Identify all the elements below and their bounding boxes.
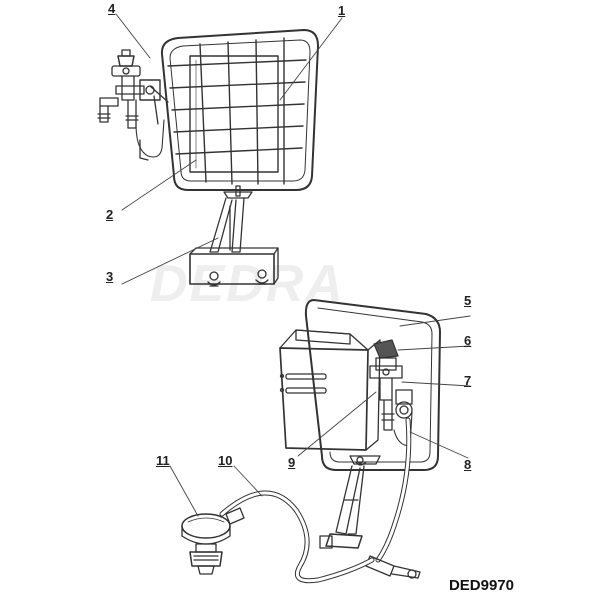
callout-6: 6 <box>464 333 472 348</box>
callout-2: 2 <box>106 207 114 222</box>
callout-3: 3 <box>106 269 114 284</box>
gas-hose <box>219 490 375 584</box>
callout-1: 1 <box>338 3 346 18</box>
bottom-stand <box>319 455 381 549</box>
leader-lines <box>115 13 471 517</box>
top-heater <box>97 29 319 287</box>
ceramic-plate <box>189 55 279 173</box>
model-code: DED9970 <box>448 577 514 594</box>
callout-5: 5 <box>464 293 472 308</box>
top-stand <box>189 185 279 287</box>
reflector-frame <box>160 29 319 191</box>
housing-box <box>279 329 381 451</box>
rear-reflector <box>304 299 441 471</box>
bottom-heater <box>279 299 441 579</box>
top-valve-assembly <box>97 49 169 161</box>
guard-grid <box>167 37 307 185</box>
callout-4: 4 <box>108 1 116 16</box>
callout-7: 7 <box>464 373 472 388</box>
regulator <box>181 507 245 575</box>
callout-8: 8 <box>464 457 472 472</box>
callout-9: 9 <box>288 455 296 470</box>
hose-regulator <box>181 490 375 584</box>
callout-11: 11 <box>156 453 170 468</box>
rear-valve <box>369 339 413 447</box>
callout-10: 10 <box>218 453 233 468</box>
